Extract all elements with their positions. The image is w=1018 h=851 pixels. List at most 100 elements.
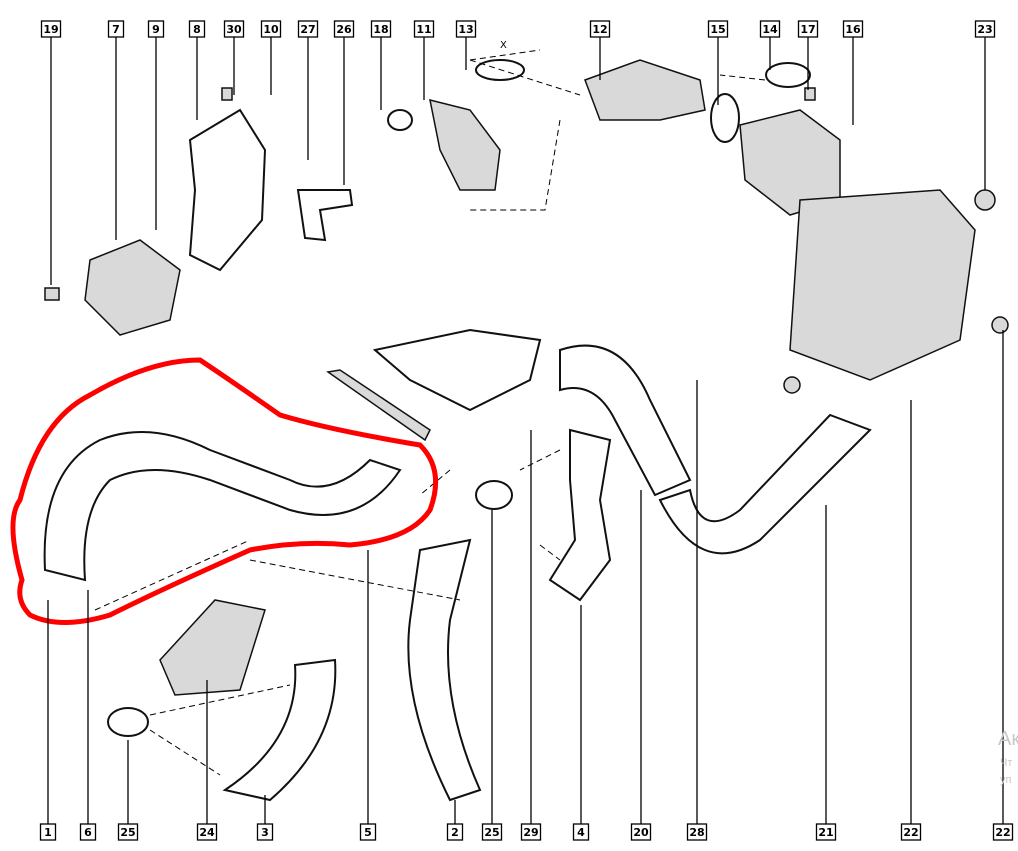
callout-number: 25 [484,826,499,839]
intercooler [789,189,976,381]
callout-number: 12 [592,23,607,36]
callout-number: 29 [523,826,538,839]
callout-bottom-21: 21 [815,823,837,841]
callout-number: 23 [977,23,992,36]
callout-top-16: 16 [842,20,864,38]
callout-number: 19 [43,23,58,36]
grommet-22b [783,376,801,394]
pipe-2 [407,538,482,802]
callout-number: 11 [416,23,431,36]
callout-number: 22 [995,826,1010,839]
pipe-1 [43,431,402,582]
clamp-14 [765,62,811,88]
callout-number: 4 [577,826,585,839]
bracket [296,189,354,242]
pipe-21 [658,413,872,555]
callout-number: 1 [44,826,52,839]
callout-top-12: 12 [589,20,611,38]
callout-bottom-22: 22 [900,823,922,841]
callout-top-9: 9 [147,20,165,38]
callout-number: 5 [364,826,372,839]
dimension-line [469,49,541,61]
callout-top-8: 8 [188,20,206,38]
callout-top-17: 17 [797,20,819,38]
callout-top-27: 27 [297,20,319,38]
seal-15 [710,93,740,143]
pipe-20 [559,344,692,497]
callout-number: 7 [112,23,120,36]
callout-bottom-4: 4 [572,823,590,841]
callout-number: 15 [710,23,725,36]
bolt-30 [221,87,233,101]
callout-bottom-24: 24 [196,823,218,841]
parts-drawing: X [43,40,1009,802]
callout-top-23: 23 [974,20,996,38]
callout-bottom-1: 1 [39,823,57,841]
clamp-25-left [107,707,149,737]
callout-number: 25 [120,826,135,839]
callout-bottom-25: 25 [117,823,139,841]
grommet-22 [991,316,1009,334]
intake-elbow [188,108,267,272]
callout-number: 18 [373,23,388,36]
pipe-4 [548,428,612,602]
callout-number: 10 [263,23,279,36]
callout-bottom-20: 20 [630,823,652,841]
callout-number: 28 [689,826,704,839]
callout-bottom-5: 5 [359,823,377,841]
callout-bottom-6: 6 [79,823,97,841]
hose-upper [584,59,706,121]
callout-number: 20 [633,826,649,839]
callout-top-15: 15 [707,20,729,38]
callout-top-30: 30 [223,20,245,38]
callout-number: 26 [336,23,352,36]
callout-number: 17 [800,23,815,36]
callout-number: 24 [199,826,215,839]
callout-top-11: 11 [413,20,435,38]
callout-top-10: 10 [260,20,282,38]
callout-bottom-29: 29 [520,823,542,841]
callout-number: 2 [451,826,459,839]
callout-number: 9 [152,23,160,36]
callout-number: 8 [193,23,201,36]
valve [429,98,501,191]
callout-number: 13 [458,23,473,36]
throttle-body [84,239,181,336]
bracket-24 [159,599,266,696]
callout-top-26: 26 [333,20,355,38]
callout-number: 30 [226,23,242,36]
callout-number: 14 [762,23,778,36]
assembly-line [94,59,766,776]
dimension-mark: X [500,40,507,51]
callout-bottom-25: 25 [481,823,503,841]
grommet-23 [974,189,996,211]
bolt-17 [804,87,816,101]
callout-top-19: 19 [40,20,62,38]
callout-number: 21 [818,826,833,839]
watermark-line3: уп [1000,774,1012,786]
watermark-line2: Чт [1000,757,1013,769]
callout-top-14: 14 [759,20,781,38]
callout-number: 3 [261,826,269,839]
watermark-line1: Ак [998,728,1018,750]
highlight-outline [10,357,439,625]
clamp-25-mid [475,480,513,510]
seal-18 [387,109,413,131]
callout-bottom-22: 22 [992,823,1014,841]
pipe-3 [222,658,337,802]
heat-shield [326,369,431,442]
callout-bottom-2: 2 [446,823,464,841]
cover-plate [372,328,542,412]
callout-number: 22 [903,826,918,839]
callout-top-18: 18 [370,20,392,38]
bolt-19 [44,287,60,301]
callout-top-13: 13 [455,20,477,38]
callout-number: 6 [84,826,92,839]
callout-number: 27 [300,23,315,36]
callout-bottom-28: 28 [686,823,708,841]
callout-top-7: 7 [107,20,125,38]
callout-bottom-3: 3 [256,823,274,841]
